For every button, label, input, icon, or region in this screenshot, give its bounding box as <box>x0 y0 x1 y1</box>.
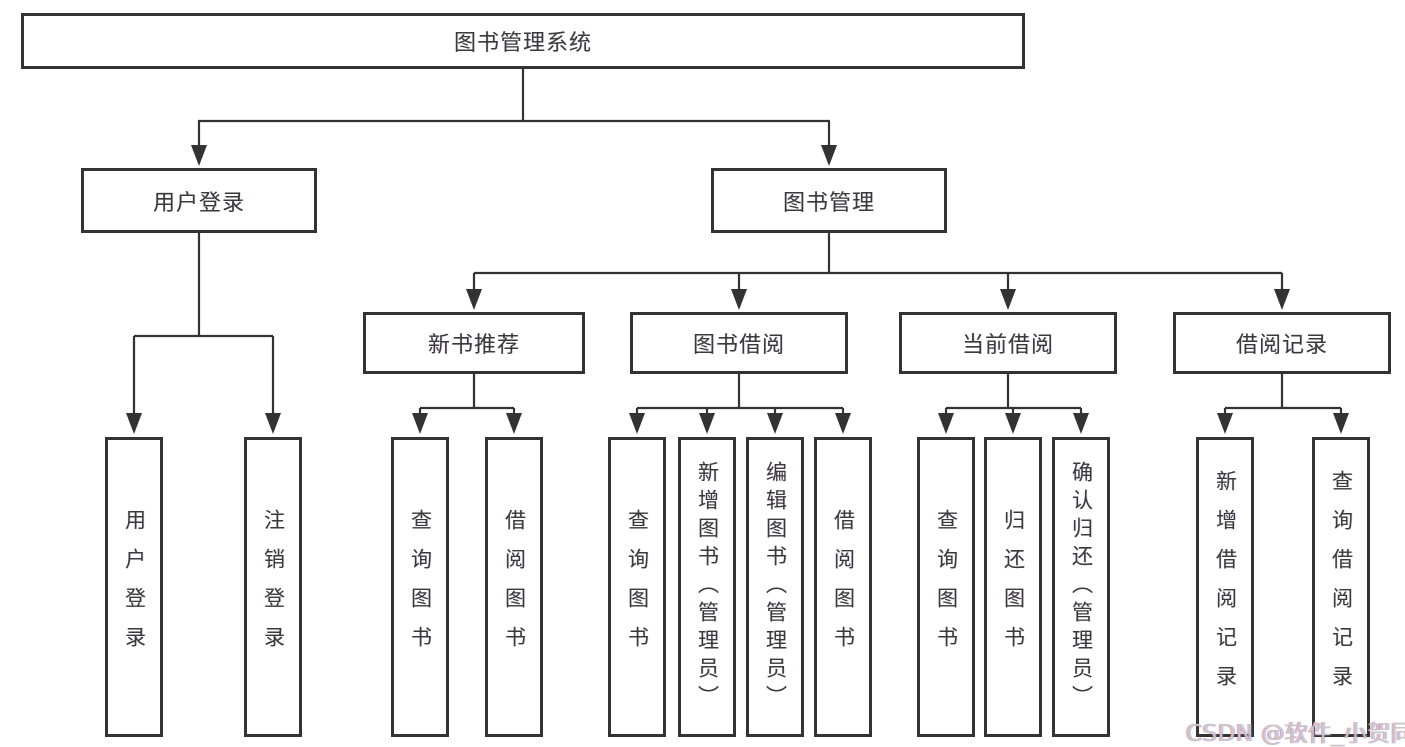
node-borrowing-add-book-admin: 新增图书（管理员） <box>678 437 736 737</box>
node-current-return-book-label: 归还图书 <box>1001 509 1026 665</box>
node-borrowing-borrow-book: 借阅图书 <box>814 437 872 737</box>
node-recommend-query-book-label: 查询图书 <box>408 509 433 665</box>
node-user-login-label: 用户登录 <box>152 190 245 216</box>
node-borrowing-query-book-label: 查询图书 <box>625 509 650 665</box>
node-login-logout-label: 注销登录 <box>261 509 286 665</box>
node-records-query-record: 查询借阅记录 <box>1312 437 1370 737</box>
csdn-watermark: CSDN @软件_小贺同学 <box>1186 721 1405 747</box>
node-root: 图书管理系统 <box>21 13 1025 69</box>
node-records-add-record: 新增借阅记录 <box>1196 437 1254 737</box>
node-current-confirm-return-admin-label: 确认归还（管理员） <box>1069 461 1094 713</box>
node-borrow-records-label: 借阅记录 <box>1235 333 1328 358</box>
node-recommend-borrow-book: 借阅图书 <box>485 437 543 737</box>
node-user-login: 用户登录 <box>81 168 317 233</box>
node-book-borrowing-label: 图书借阅 <box>692 333 785 358</box>
node-login-user-login-label: 用户登录 <box>122 509 147 665</box>
node-current-return-book: 归还图书 <box>984 437 1042 737</box>
node-borrowing-query-book: 查询图书 <box>608 437 666 737</box>
node-current-borrow: 当前借阅 <box>899 312 1117 374</box>
node-book-management: 图书管理 <box>711 168 947 233</box>
node-recommend-query-book: 查询图书 <box>391 437 449 737</box>
node-login-logout: 注销登录 <box>244 437 302 737</box>
node-current-borrow-label: 当前借阅 <box>961 333 1054 358</box>
node-root-label: 图书管理系统 <box>453 31 592 56</box>
node-login-user-login: 用户登录 <box>105 437 163 737</box>
node-book-management-label: 图书管理 <box>782 190 875 216</box>
node-current-confirm-return-admin: 确认归还（管理员） <box>1052 437 1110 737</box>
node-records-add-record-label: 新增借阅记录 <box>1213 470 1238 704</box>
node-borrowing-edit-book-admin-label: 编辑图书（管理员） <box>763 461 788 713</box>
node-current-query-book: 查询图书 <box>917 437 975 737</box>
node-current-query-book-label: 查询图书 <box>934 509 959 665</box>
node-book-borrowing: 图书借阅 <box>630 312 848 374</box>
node-new-book-recommend-label: 新书推荐 <box>427 333 520 358</box>
node-borrow-records: 借阅记录 <box>1173 312 1391 374</box>
node-new-book-recommend: 新书推荐 <box>363 312 585 374</box>
node-borrowing-edit-book-admin: 编辑图书（管理员） <box>746 437 804 737</box>
node-borrowing-borrow-book-label: 借阅图书 <box>831 509 856 665</box>
node-records-query-record-label: 查询借阅记录 <box>1329 470 1354 704</box>
node-borrowing-add-book-admin-label: 新增图书（管理员） <box>695 461 720 713</box>
node-recommend-borrow-book-label: 借阅图书 <box>502 509 527 665</box>
